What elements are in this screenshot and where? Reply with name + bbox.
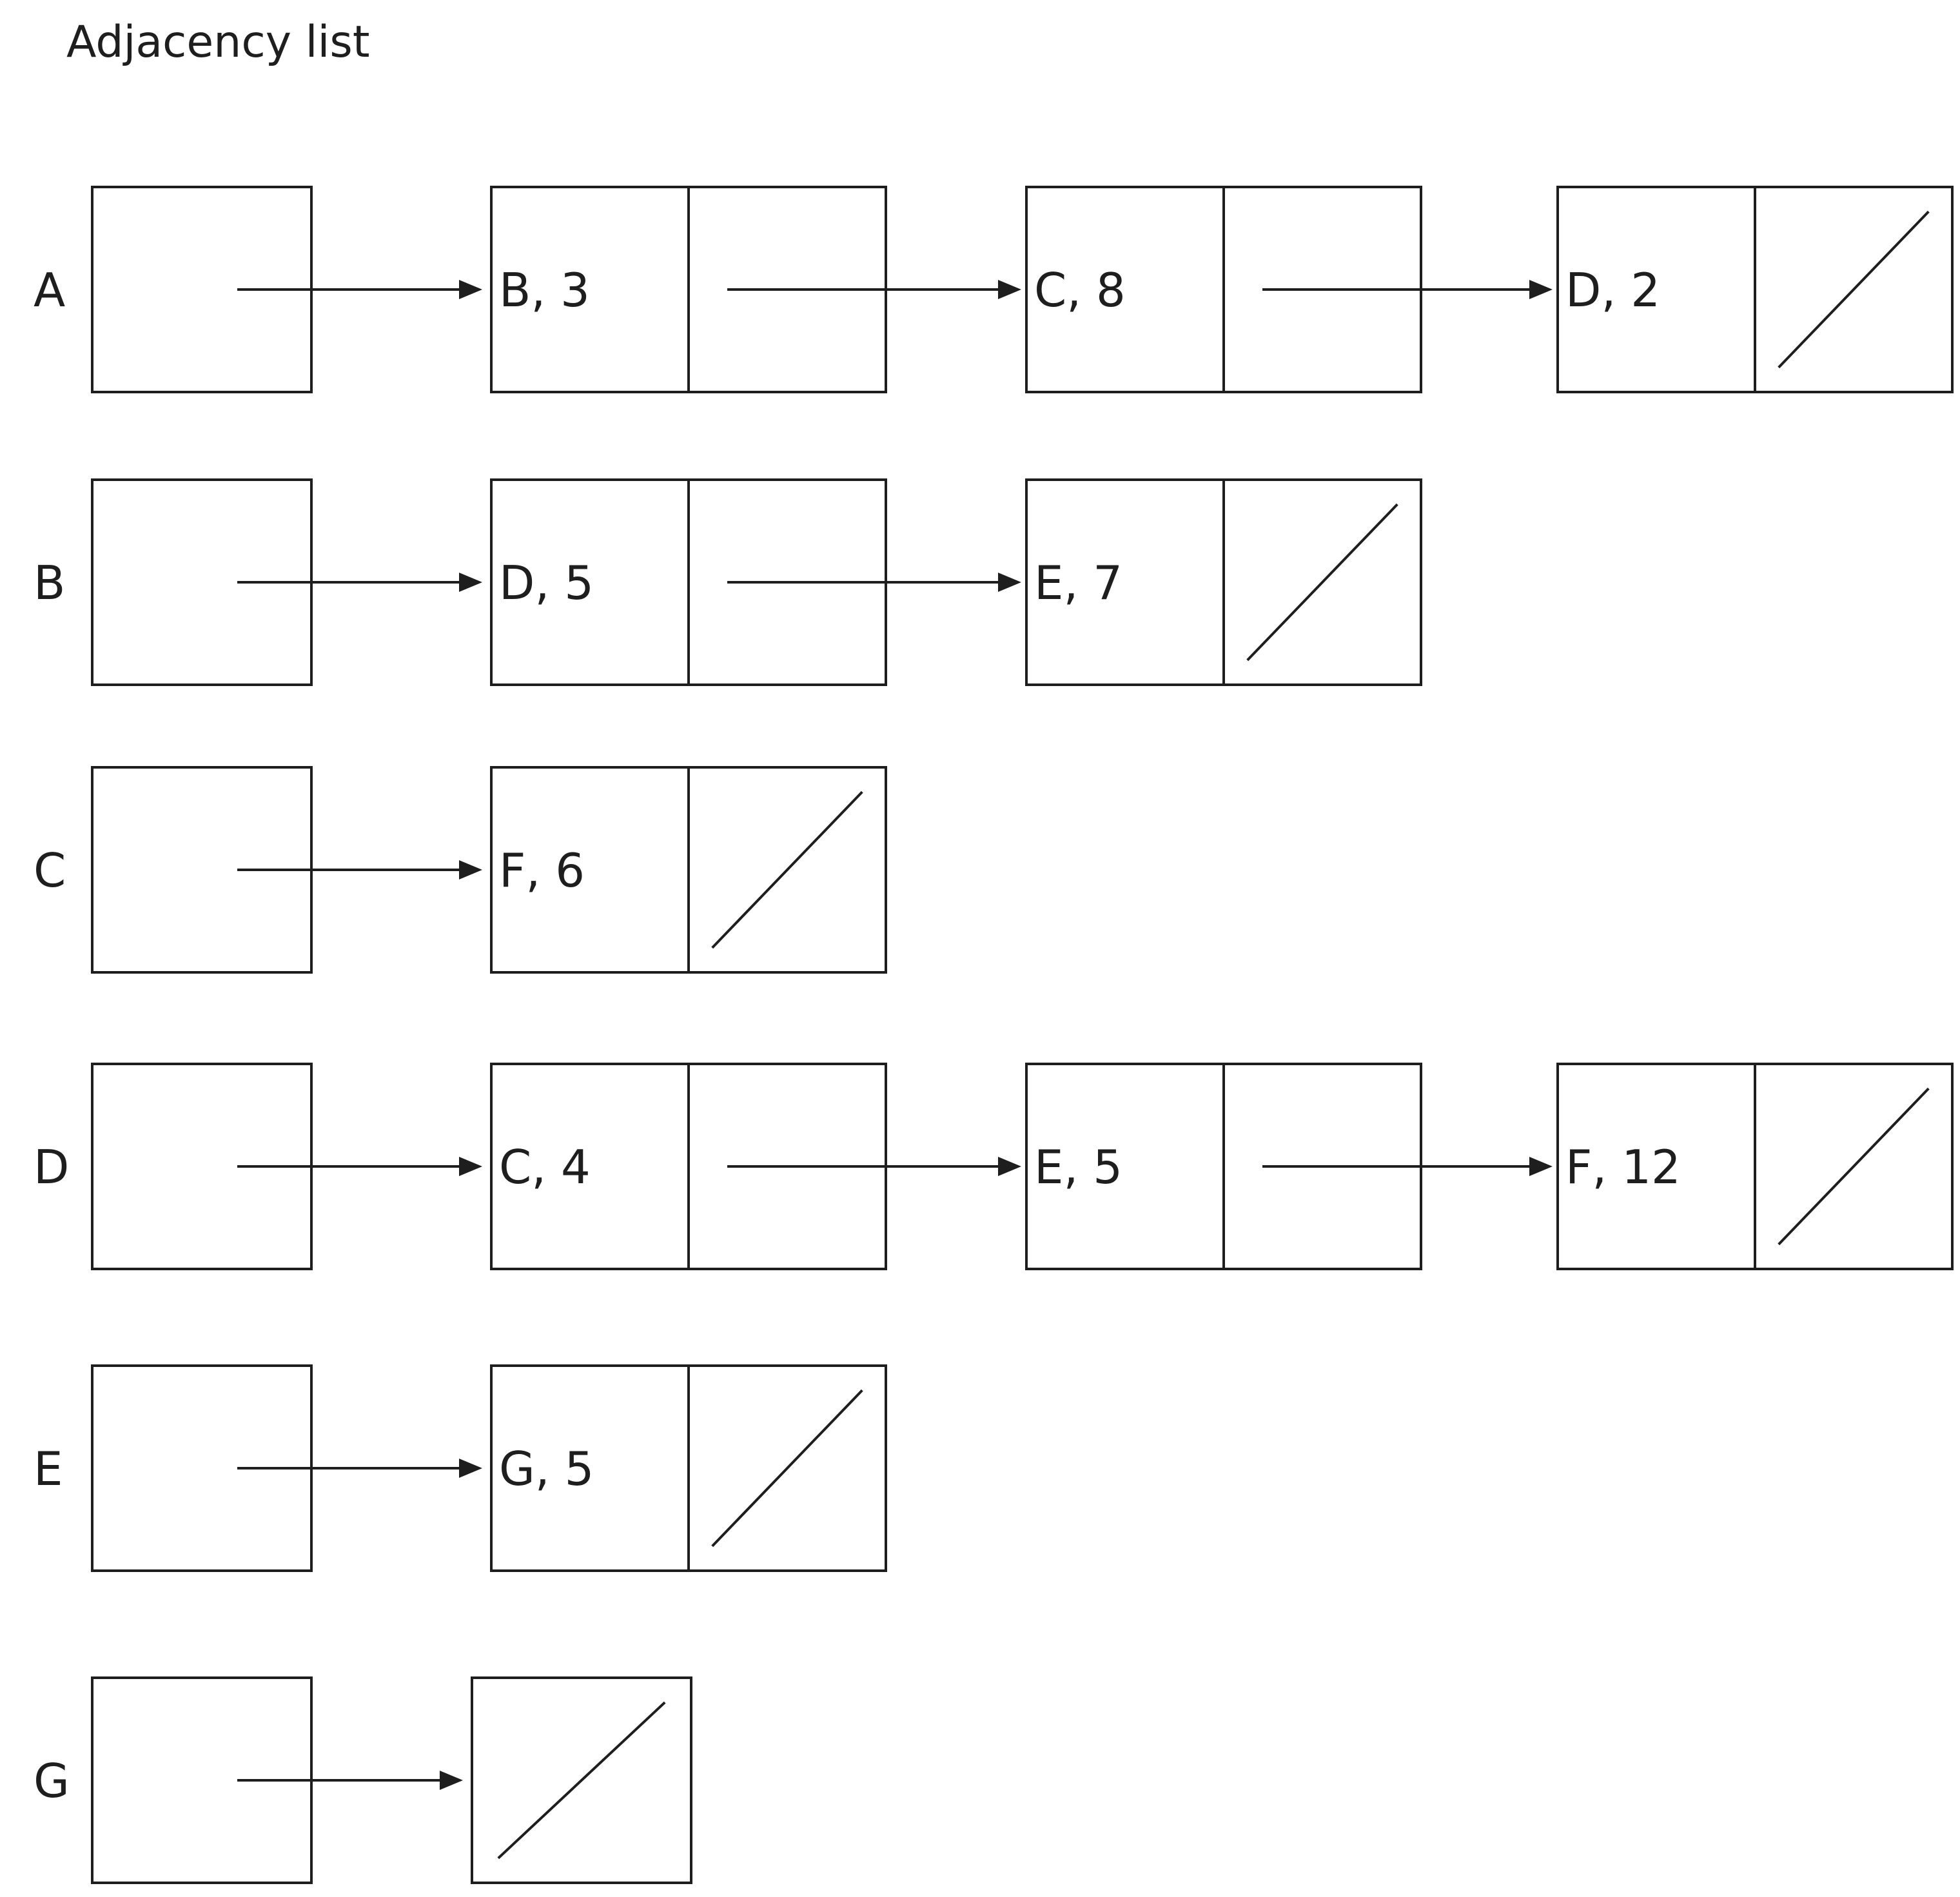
null-pointer-slash <box>711 1389 863 1548</box>
next-arrow-head <box>998 573 1021 592</box>
diagram-title: Adjacency list <box>66 17 370 68</box>
edge-node: G, 5 <box>490 1364 887 1572</box>
vertex-label: G <box>34 1754 70 1808</box>
edge-label: F, 12 <box>1565 1140 1681 1194</box>
edge-label: D, 2 <box>1565 263 1660 317</box>
null-pointer-slash <box>1246 503 1398 662</box>
edge-node: E, 7 <box>1025 478 1422 686</box>
row-a: A B, 3 C, 8 D, 2 <box>34 186 1954 393</box>
vertex-label: A <box>34 263 65 317</box>
edge-label: E, 5 <box>1034 1140 1122 1194</box>
row-g: G <box>34 1676 692 1884</box>
edge-node: D, 5 <box>490 478 1021 686</box>
null-pointer-slash <box>1778 1087 1930 1246</box>
edge-node: C, 4 <box>490 1063 1021 1270</box>
next-arrow-head <box>998 1157 1021 1176</box>
head-arrow-head <box>459 860 482 880</box>
head-arrow-head <box>440 1771 463 1790</box>
edge-label: E, 7 <box>1034 556 1122 610</box>
edge-node: F, 6 <box>490 766 887 974</box>
vertex-label: B <box>34 556 65 610</box>
edge-label: C, 8 <box>1034 263 1126 317</box>
edge-label: G, 5 <box>499 1442 594 1496</box>
null-node-box <box>471 1676 692 1884</box>
row-b: B D, 5 E, 7 <box>34 478 1422 686</box>
head-arrow-head <box>459 1459 482 1478</box>
edge-node: E, 5 <box>1025 1063 1553 1270</box>
head-arrow-head <box>459 280 482 299</box>
edge-label: F, 6 <box>499 843 585 898</box>
null-pointer-slash <box>1778 210 1930 369</box>
null-pointer-slash <box>497 1701 666 1860</box>
row-e: E G, 5 <box>34 1364 887 1572</box>
edge-node: C, 8 <box>1025 186 1553 393</box>
row-c: C F, 6 <box>34 766 887 974</box>
vertex-label: D <box>34 1140 69 1194</box>
null-pointer-slash <box>711 791 863 949</box>
head-arrow-head <box>459 1157 482 1176</box>
next-arrow-head <box>1529 280 1553 299</box>
vertex-label: E <box>34 1442 63 1496</box>
edge-node: D, 2 <box>1556 186 1954 393</box>
edge-label: B, 3 <box>499 263 590 317</box>
next-arrow-head <box>998 280 1021 299</box>
edge-label: D, 5 <box>499 556 594 610</box>
edge-node: F, 12 <box>1556 1063 1954 1270</box>
edge-label: C, 4 <box>499 1140 591 1194</box>
head-arrow-head <box>459 573 482 592</box>
vertex-label: C <box>34 843 66 898</box>
next-arrow-head <box>1529 1157 1553 1176</box>
edge-node: B, 3 <box>490 186 1021 393</box>
rows-layer: A B, 3 C, 8 D, 2 B D, 5 E, 7 C F, 6 D C, 4 E, 5 F, 1… <box>34 186 1954 1884</box>
row-d: D C, 4 E, 5 F, 12 <box>34 1063 1954 1270</box>
